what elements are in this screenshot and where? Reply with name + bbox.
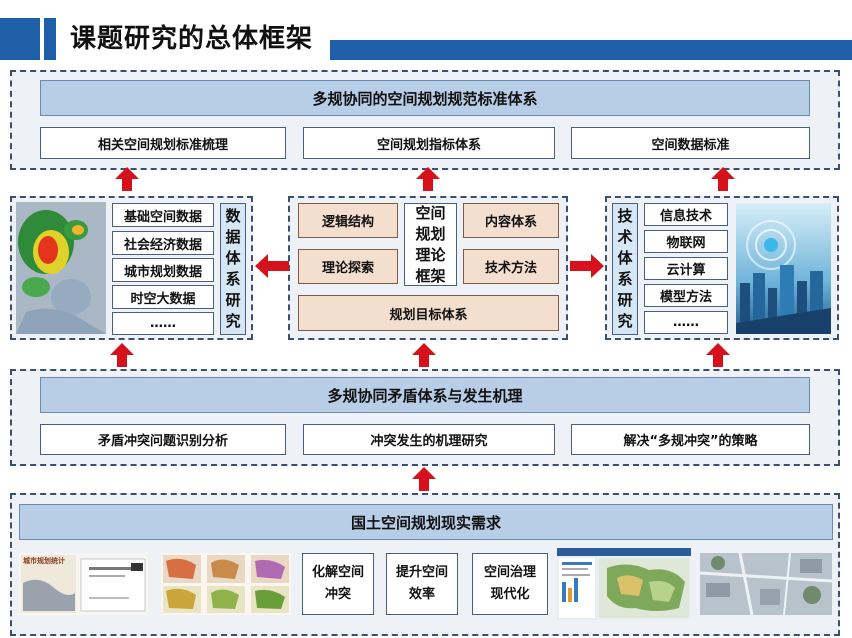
tech-vertical-text: 技术体系研究 <box>617 207 633 330</box>
theory-core-text: 空间规划理论框架 <box>415 203 446 285</box>
conflict-item: 矛盾冲突问题识别分析 <box>40 424 286 455</box>
arrow-up-icon <box>711 167 735 191</box>
tech-item: 信息技术 <box>644 203 728 226</box>
arrow-up-icon <box>412 467 436 491</box>
demand-item: 化解空间冲突 <box>302 553 374 615</box>
data-vertical-text: 数据体系研究 <box>225 207 241 330</box>
arrow-right-icon <box>570 254 604 278</box>
demand-item: 提升空间效率 <box>386 553 458 615</box>
dashboard-thumbnail <box>557 548 691 620</box>
data-vertical-label: 数据体系研究 <box>220 203 246 335</box>
arrow-up-icon <box>110 343 134 367</box>
document-title: 城市规划统计 <box>23 557 65 565</box>
title-stripe <box>0 18 40 60</box>
data-item: 时空大数据 <box>112 285 214 309</box>
demand-item: 空间治理现代化 <box>472 553 548 615</box>
theory-item: 内容体系 <box>463 203 559 238</box>
theory-item: 理论探索 <box>298 249 398 284</box>
theory-bottom: 规划目标体系 <box>298 295 559 331</box>
conflict-header: 多规协同矛盾体系与发生机理 <box>40 377 810 413</box>
title-bar: 课题研究的总体框架 <box>0 18 852 60</box>
demand-item-text: 提升空间效率 <box>395 565 448 602</box>
data-item: 城市规划数据 <box>112 258 214 282</box>
page-title: 课题研究的总体框架 <box>70 24 314 54</box>
document-thumbnail: 城市规划统计 <box>19 553 148 615</box>
title-stripe <box>44 18 56 60</box>
tech-item: 物联网 <box>644 230 728 253</box>
arrow-up-icon <box>412 343 436 367</box>
arrow-up-icon <box>706 343 730 367</box>
standards-item: 空间数据标准 <box>571 127 810 159</box>
tech-item: 云计算 <box>644 257 728 280</box>
conflict-item: 解决“多规冲突”的策略 <box>571 424 810 455</box>
conflict-item: 冲突发生的机理研究 <box>303 424 555 455</box>
maps-thumbnail <box>161 553 291 615</box>
theory-item: 逻辑结构 <box>298 203 398 238</box>
standards-header: 多规协同的空间规划规范标准体系 <box>40 80 810 116</box>
standards-item: 相关空间规划标准梳理 <box>40 127 286 159</box>
tech-item: 模型方法 <box>644 284 728 307</box>
aerial-photo <box>700 553 832 615</box>
demand-item-text: 化解空间冲突 <box>311 565 364 602</box>
heatmap-image <box>16 202 106 334</box>
theory-core: 空间规划理论框架 <box>404 203 457 286</box>
arrow-up-icon <box>115 167 139 191</box>
data-item: 社会经济数据 <box>112 231 214 255</box>
tech-city-image <box>736 203 831 334</box>
demand-header: 国土空间规划现实需求 <box>19 504 833 540</box>
data-item: 基础空间数据 <box>112 203 214 227</box>
arrow-left-icon <box>255 254 289 278</box>
data-item: …… <box>112 312 214 335</box>
standards-item: 空间规划指标体系 <box>303 127 555 159</box>
tech-item: …… <box>644 311 728 334</box>
theory-item: 技术方法 <box>463 249 559 284</box>
arrow-up-icon <box>416 167 440 191</box>
title-stripe <box>330 40 852 60</box>
tech-vertical-label: 技术体系研究 <box>612 203 638 335</box>
demand-item-text: 空间治理现代化 <box>483 565 536 602</box>
